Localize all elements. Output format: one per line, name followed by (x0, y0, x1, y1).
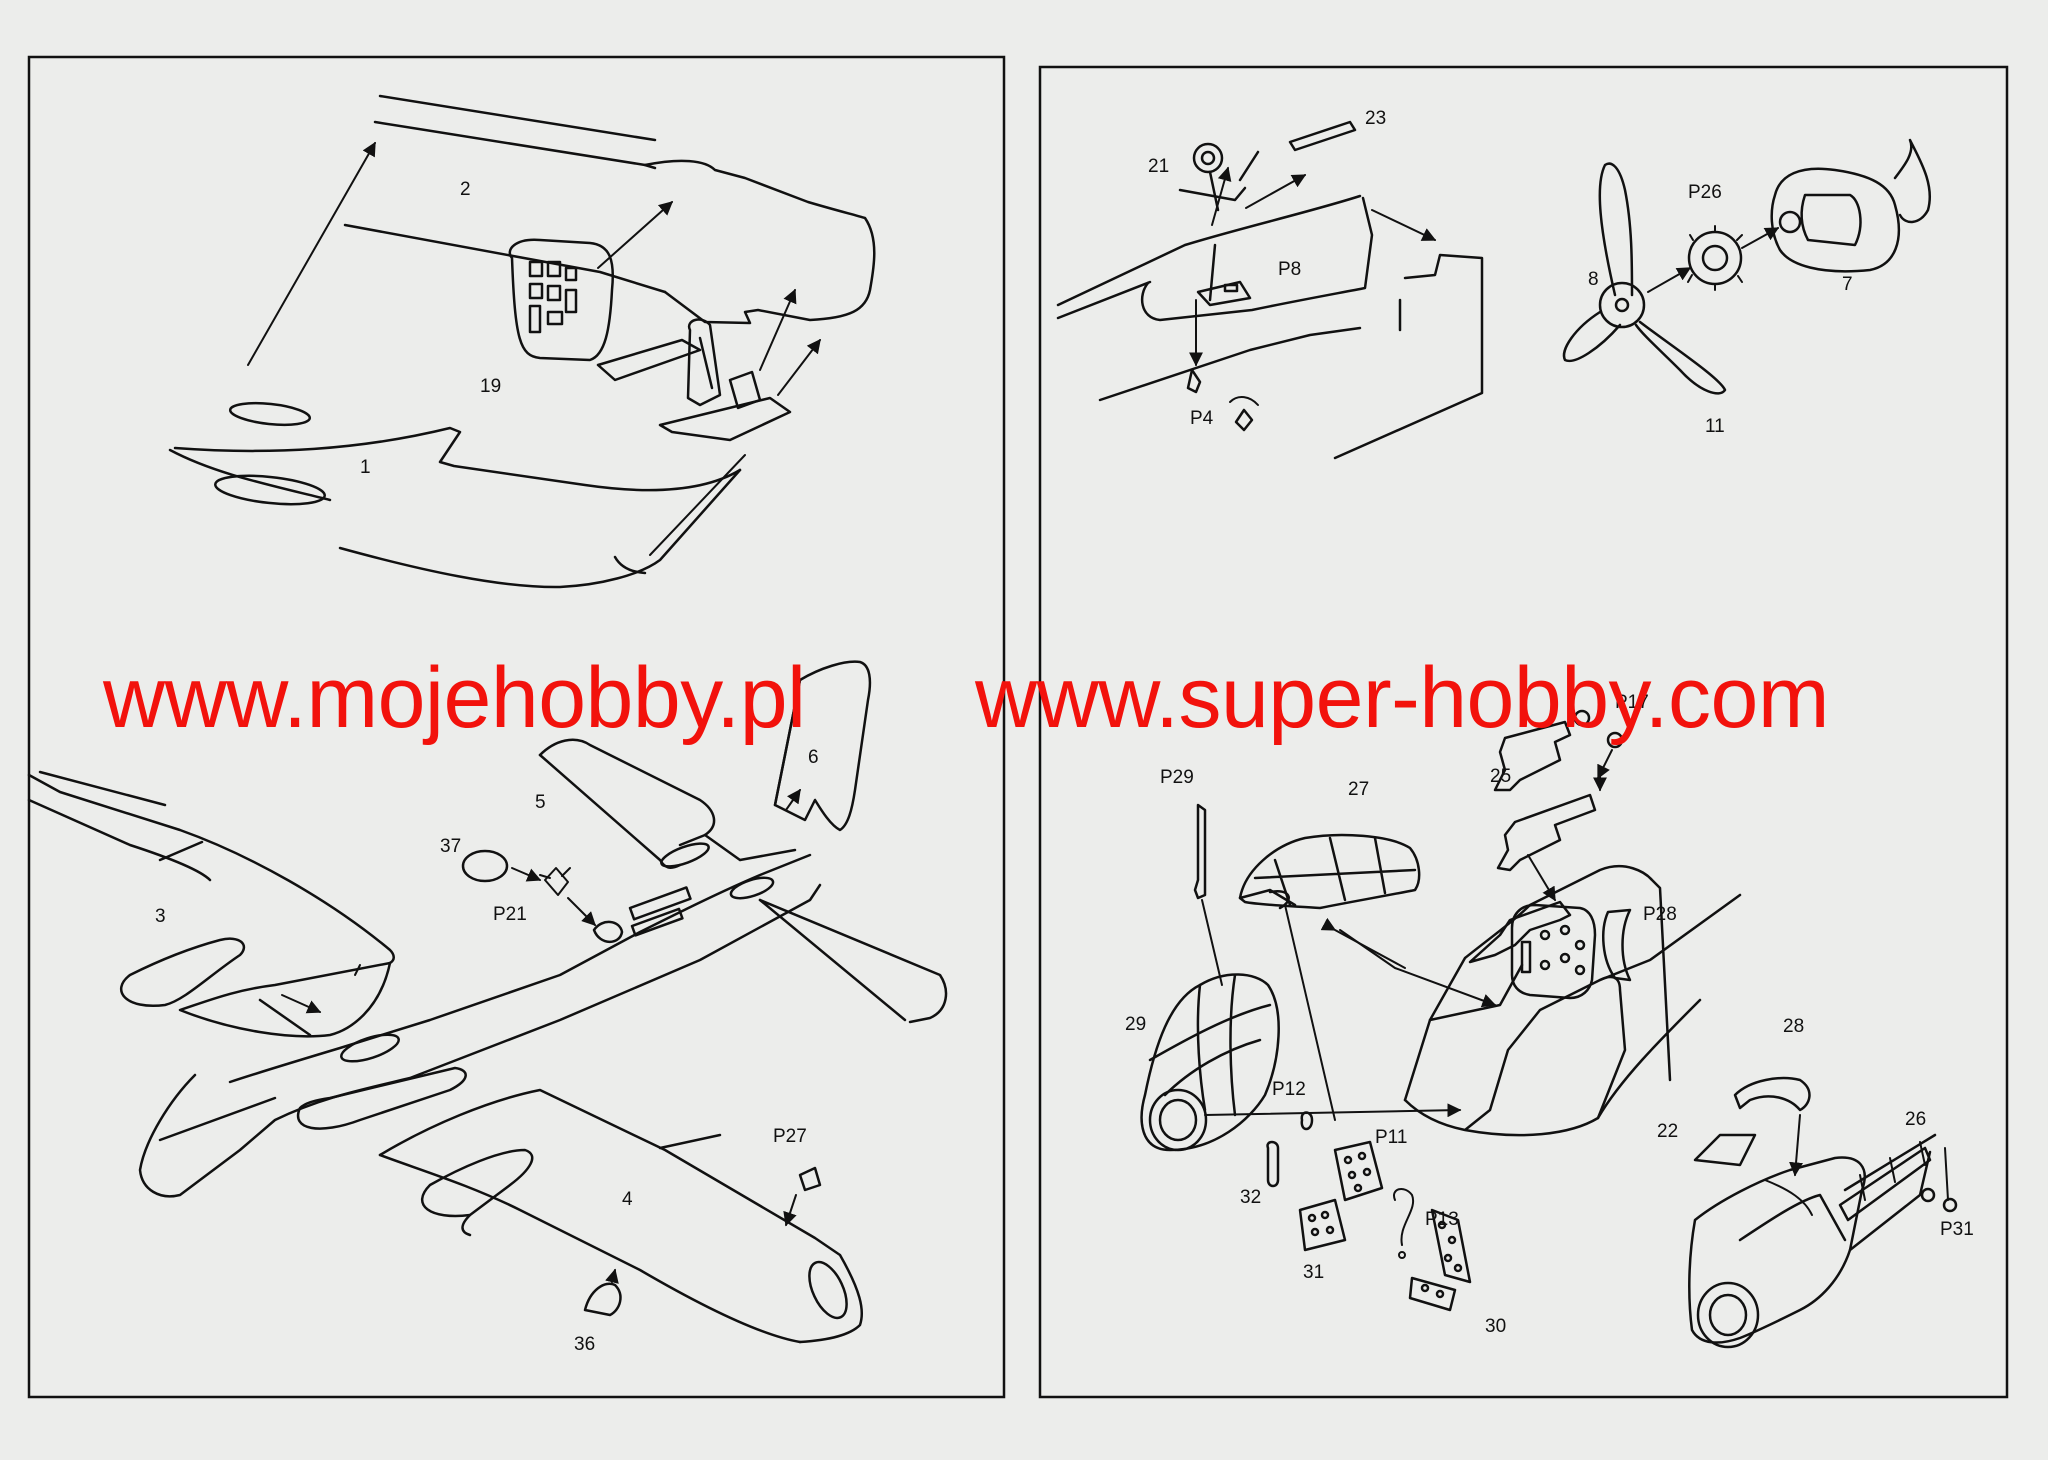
panel-31 (1298, 1198, 1347, 1252)
part-labels-top-right: 21 23 P8 P4 P26 8 7 11 (1148, 108, 1853, 437)
part-label: P29 (1160, 767, 1194, 788)
part-label: P8 (1278, 259, 1301, 280)
canopy-27 (1238, 833, 1421, 910)
nose-assembly-drawing (1688, 1076, 1932, 1349)
part-label: 8 (1588, 269, 1599, 290)
watermark-super-hobby[interactable]: www.super-hobby.com (975, 650, 1830, 746)
panel-P11 (1333, 1140, 1384, 1202)
part-label: 23 (1365, 108, 1386, 129)
part-P29 (1193, 803, 1223, 986)
part-label: P4 (1190, 408, 1214, 429)
instrument-panel-P28 (1510, 903, 1632, 1000)
part-label: 19 (480, 376, 501, 397)
part-label: 36 (574, 1334, 595, 1355)
part-26-P31 (1838, 1133, 1958, 1222)
part-P4 (1186, 368, 1259, 432)
parts-25-P17 (1493, 709, 1624, 872)
part-label: 3 (155, 906, 166, 927)
part-label: 28 (1783, 1016, 1804, 1037)
wing-4 (378, 1088, 864, 1344)
part-label: 5 (535, 792, 546, 813)
watermark-mojehobby[interactable]: www.mojehobby.pl (103, 650, 806, 746)
part-label: P26 (1688, 182, 1722, 203)
part-label: 31 (1303, 1262, 1324, 1283)
part-label: P21 (493, 904, 527, 925)
spinner-backplate-P26 (1687, 225, 1743, 291)
fuselage-top-drawing (168, 94, 876, 589)
part-37 (461, 849, 509, 883)
part-label: 6 (808, 747, 819, 768)
assembly-arrows-top-right (1189, 166, 1437, 367)
part-label: 21 (1148, 156, 1169, 177)
fin-6 (773, 660, 872, 832)
instrument-panel-19 (508, 238, 614, 362)
assembly-arrows-propeller (1647, 227, 1780, 293)
part-label: 30 (1485, 1316, 1506, 1337)
part-labels-bottom-right: P17 25 P29 27 P28 29 28 P12 P11 22 26 32… (1125, 692, 1974, 1337)
wire-part (1393, 1188, 1415, 1259)
spinner-7 (1770, 138, 1931, 273)
part-label: 1 (360, 457, 371, 478)
part-label: P31 (1940, 1219, 1974, 1240)
part-label: P17 (1615, 692, 1649, 713)
assembly-arrows-bottom-right (1204, 854, 1556, 1121)
panel-30 (1408, 1276, 1457, 1312)
part-label: 37 (440, 836, 461, 857)
part-label: 25 (1490, 766, 1511, 787)
panel-left-frame (27, 55, 1006, 1399)
part-label: 2 (460, 179, 471, 200)
part-labels-bottom-left: 6 5 37 P21 3 P27 4 36 (155, 747, 819, 1355)
cockpit-side-drawing (1056, 194, 1484, 460)
panel-P13 (1430, 1208, 1472, 1284)
tailplane-5 (538, 738, 948, 1024)
part-label: 29 (1125, 1014, 1146, 1035)
part-label: 27 (1348, 779, 1369, 800)
assembly-arrows-top-left (247, 141, 821, 556)
part-labels-top-left: 2 19 1 (360, 179, 501, 478)
part-label: 26 (1905, 1109, 1926, 1130)
seat-and-floor (596, 318, 792, 442)
part-23 (1288, 120, 1357, 152)
part-P12-32 (1266, 1111, 1314, 1188)
part-P21 (511, 867, 624, 944)
part-label: P13 (1425, 1209, 1459, 1230)
part-label: 11 (1705, 416, 1725, 437)
control-column-21 (1178, 142, 1260, 212)
part-label: P28 (1643, 904, 1677, 925)
part-36 (583, 1268, 622, 1317)
panel-right-frame (1038, 65, 2009, 1399)
part-label: 22 (1657, 1121, 1678, 1142)
part-label: 32 (1240, 1187, 1261, 1208)
part-label: P27 (773, 1126, 807, 1147)
part-label: 4 (622, 1189, 633, 1210)
part-label: P11 (1375, 1127, 1407, 1148)
fuselage-bottom-drawing (138, 853, 822, 1198)
propeller-8 (1562, 162, 1727, 395)
cowling-29 (1140, 973, 1280, 1152)
wing-3 (27, 770, 395, 1038)
part-label: 7 (1842, 274, 1853, 295)
part-label: P12 (1272, 1079, 1306, 1100)
